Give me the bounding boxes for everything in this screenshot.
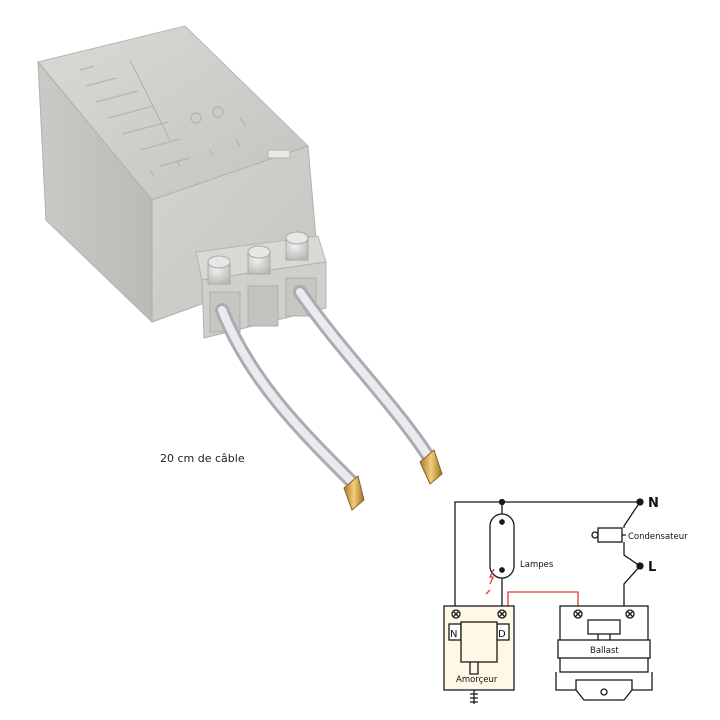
ferrule-right: [419, 449, 443, 485]
wire-neutral-rail: [454, 501, 640, 606]
wire-live: [507, 591, 579, 606]
ferrule-left: [343, 475, 365, 511]
ballast-housing: [559, 605, 649, 673]
wiring-diagram: [443, 498, 653, 704]
label-lamps: Lampes: [520, 560, 554, 570]
label-capacitor: Condensateur: [628, 532, 688, 542]
screw-cap-left: [207, 255, 231, 285]
starter-screw: [470, 690, 478, 704]
diagram-labels: N L Condensateur Lampes Ballast Amorçeur…: [450, 496, 688, 685]
ballast-base: [555, 672, 653, 701]
screw-cap-right: [285, 231, 309, 261]
cable-length-caption: 20 cm de câble: [160, 452, 245, 465]
label-ballast: Ballast: [590, 646, 619, 656]
screw-cap-middle: [247, 245, 271, 275]
housing-notch: [267, 149, 291, 159]
label-starter-n: N: [450, 629, 457, 640]
label-line: L: [648, 560, 656, 575]
terminal-block: [195, 231, 327, 339]
label-neutral: N: [648, 496, 659, 511]
label-starter-d: D: [498, 629, 506, 640]
housing-embossed-markings: [79, 59, 247, 177]
spark-icon: [485, 568, 495, 595]
label-starter: Amorçeur: [456, 675, 498, 685]
ballast-product: [37, 25, 443, 511]
terminal-slot-middle: [247, 285, 279, 327]
capacitor: [597, 527, 623, 543]
